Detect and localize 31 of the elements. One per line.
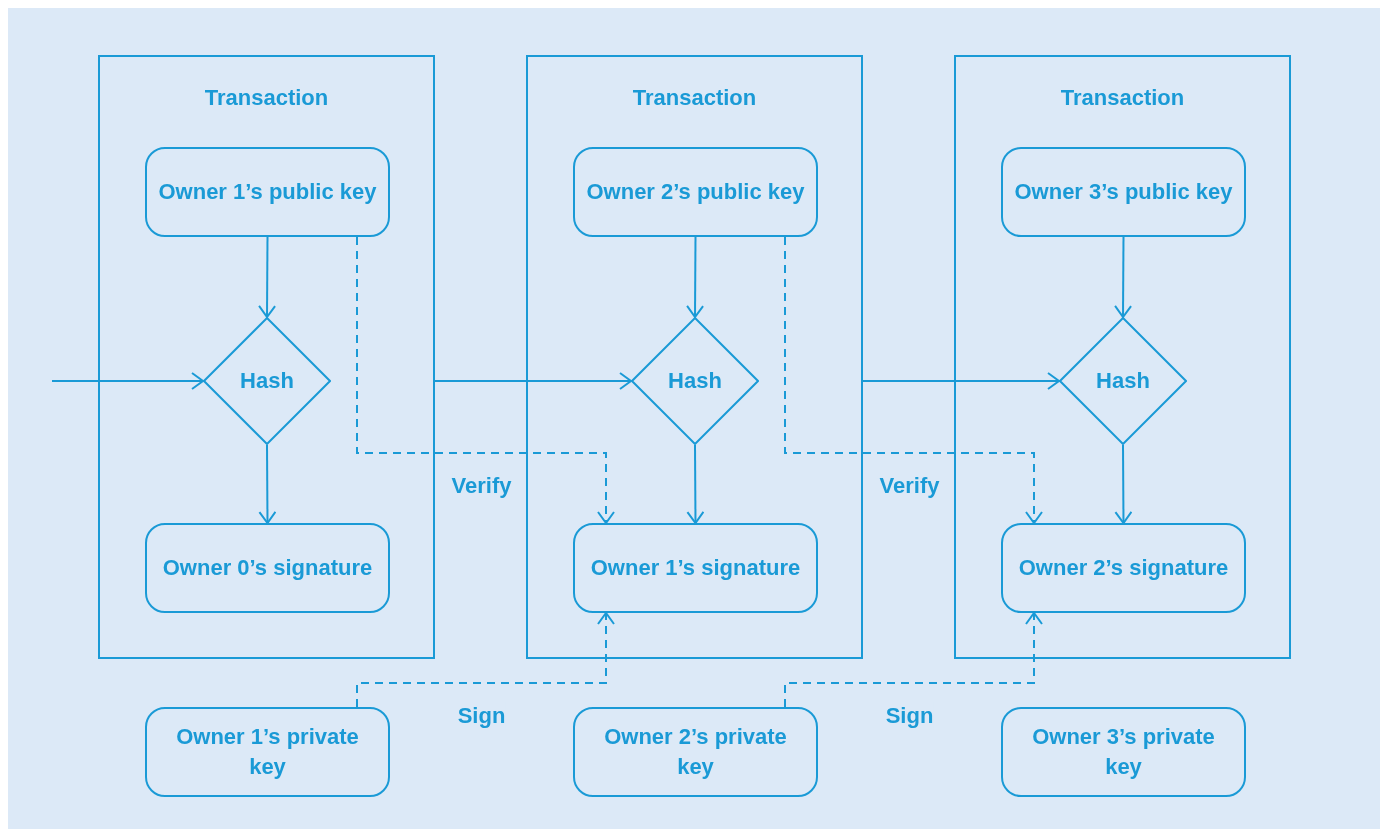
- arrow: [258, 236, 277, 318]
- arrow: [1114, 444, 1133, 524]
- process-box: Owner 1’s signature: [573, 523, 818, 613]
- transaction-frame: [98, 55, 435, 659]
- transaction-frame: [954, 55, 1291, 659]
- dashed-arrow: [356, 612, 615, 708]
- process-box: Owner 3’s public key: [1001, 147, 1246, 237]
- arrow: [51, 372, 204, 390]
- dashed-arrow: [784, 612, 1043, 708]
- process-box: Owner 1’s public key: [145, 147, 390, 237]
- dashed-arrow: [784, 236, 1043, 524]
- arrow: [258, 444, 277, 524]
- transaction-frame: [526, 55, 863, 659]
- process-box: Owner 2’s signature: [1001, 523, 1246, 613]
- process-box: Owner 3’s private key: [1001, 707, 1246, 797]
- frame-title: Transaction: [1059, 84, 1186, 112]
- process-box: Owner 1’s private key: [145, 707, 390, 797]
- process-box: Owner 2’s private key: [573, 707, 818, 797]
- dashed-arrow: [356, 236, 615, 524]
- frame-title: Transaction: [203, 84, 330, 112]
- arrow: [686, 444, 705, 524]
- frame-title: Transaction: [631, 84, 758, 112]
- arrow: [434, 372, 632, 390]
- arrow: [686, 236, 705, 318]
- process-box: Owner 0’s signature: [145, 523, 390, 613]
- process-box: Owner 2’s public key: [573, 147, 818, 237]
- arrow: [862, 372, 1060, 390]
- decision-diamond: Hash: [631, 317, 759, 445]
- decision-diamond: Hash: [1059, 317, 1187, 445]
- decision-diamond: Hash: [203, 317, 331, 445]
- arrow: [1114, 236, 1133, 318]
